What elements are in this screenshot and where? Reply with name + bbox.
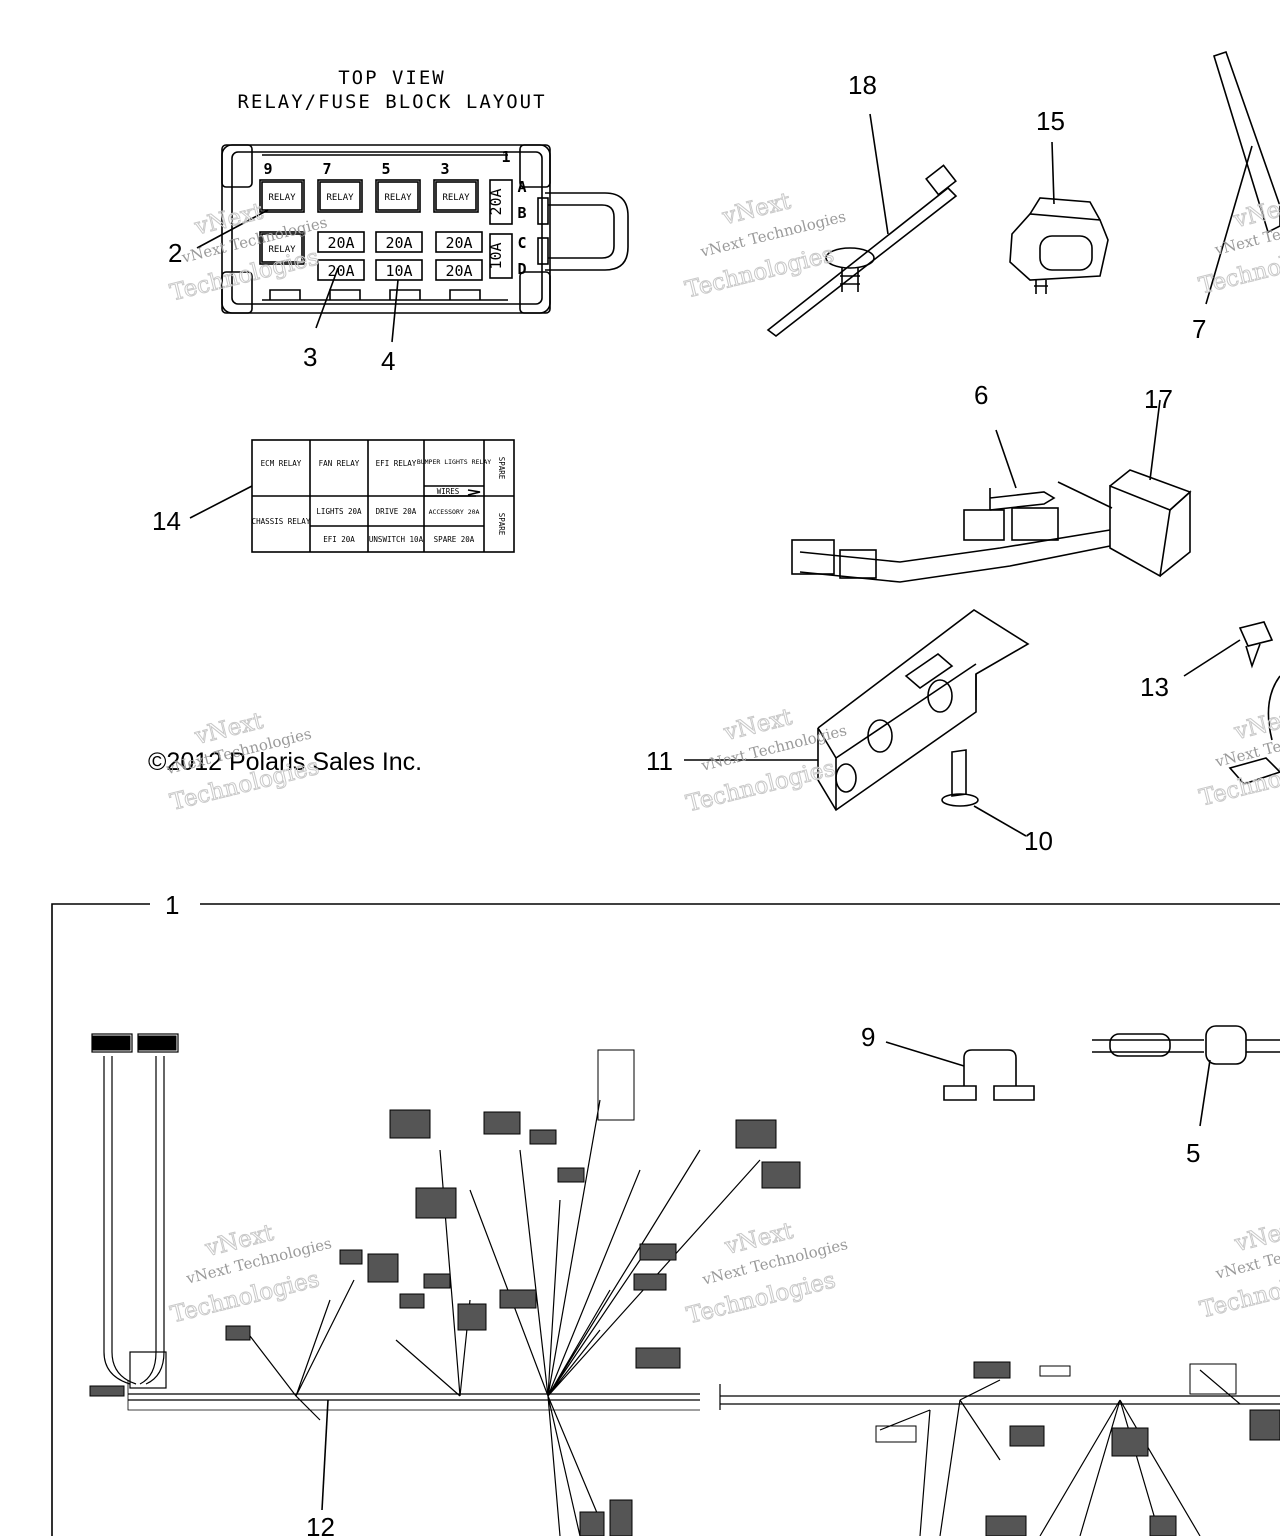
part-5 (1092, 1025, 1280, 1127)
slot-number-9: 9 (263, 160, 272, 178)
callout-14: 14 (152, 506, 181, 536)
callout-11: 11 (646, 746, 673, 776)
watermark-2: vNext vNext Technologies Technologies (682, 188, 847, 304)
table-cell-unswitch: UNSWITCH 10A (369, 535, 424, 544)
callout-9: 9 (861, 1022, 875, 1052)
fuse-rating: 20A (327, 262, 354, 280)
push-rivet-10 (941, 749, 1027, 837)
table-cell-drive: DRIVE 20A (376, 507, 417, 516)
slot-number-5: 5 (381, 160, 390, 178)
table-cell-fan-relay: FAN RELAY (319, 459, 360, 468)
callout-1: 1 (165, 890, 179, 920)
side-fuse-rating: 10A (487, 242, 505, 269)
callout-17: 17 (1144, 384, 1173, 414)
relay-label: RELAY (384, 193, 412, 203)
row-letter-b: B (517, 204, 526, 222)
fuse-rating: 20A (445, 234, 472, 252)
strap-7 (1205, 50, 1280, 305)
cable-tie-18 (766, 113, 958, 338)
part-9 (885, 1041, 1035, 1101)
callout-5: 5 (1186, 1138, 1200, 1168)
watermark-9: vNext vNext Technologies Technologies (1197, 1214, 1280, 1324)
table-cell-chassis-relay: CHASSIS RELAY (252, 517, 311, 526)
callout-2: 2 (168, 238, 182, 268)
slot-number-1: 1 (501, 148, 510, 166)
table-cell-efi: EFI 20A (323, 535, 355, 544)
copyright-notice: ©2012 Polaris Sales Inc. (148, 748, 422, 776)
bolt-13 (1183, 621, 1280, 785)
fuse-rating: 20A (385, 234, 412, 252)
harness-labels (89, 1035, 1280, 1536)
row-letter-a: A (517, 178, 526, 196)
slot-number-7: 7 (322, 160, 331, 178)
fuse-rating: 10A (385, 262, 412, 280)
fuse-rating: 20A (327, 234, 354, 252)
leader-3 (315, 267, 339, 329)
harness-frame (51, 903, 1280, 1536)
harness-trunk (91, 1033, 1280, 1536)
watermark-8: vNext vNext Technologies Technologies (684, 1217, 850, 1329)
table-cell-ecm-relay: ECM RELAY (261, 459, 302, 468)
relay-label: RELAY (268, 193, 296, 203)
slot-number-3: 3 (440, 160, 449, 178)
callout-15: 15 (1036, 106, 1065, 136)
title-line-1: TOP VIEW (338, 67, 446, 89)
callout-7: 7 (1192, 314, 1206, 344)
callout-numbers: 1 2 3 4 5 6 7 9 10 11 12 13 14 15 17 18 (152, 70, 1206, 1536)
relay-fuse-block (221, 144, 629, 314)
watermark-6: vNext vNext Technologies Technologies (1196, 703, 1280, 813)
callout-3: 3 (303, 342, 317, 372)
callout-6: 6 (974, 380, 988, 410)
watermark-7: vNext vNext Technologies Technologies (167, 1219, 333, 1329)
sub-harness-17 (791, 399, 1192, 583)
table-cell-accessory: ACCESSORY 20A (429, 508, 480, 516)
relay-label: RELAY (442, 193, 470, 203)
table-cell-efi-relay: EFI RELAY (376, 459, 417, 468)
leader-12 (321, 1399, 329, 1511)
row-letter-d: D (517, 260, 526, 278)
table-cell-spare-20a: SPARE 20A (434, 535, 475, 544)
title-line-2: RELAY/FUSE BLOCK LAYOUT (237, 91, 546, 113)
relay-label: RELAY (268, 245, 296, 255)
table-cell-lights: LIGHTS 20A (316, 507, 362, 516)
label-table (251, 439, 515, 553)
watermark-3: vNext vNext Technologies Technologies (1196, 191, 1280, 301)
callout-18: 18 (848, 70, 877, 100)
table-cell-bumper-lights-relay: BUMPER LIGHTS RELAY (417, 458, 491, 466)
callout-10: 10 (1024, 826, 1053, 856)
callout-4: 4 (381, 346, 395, 376)
leader-4 (391, 279, 399, 343)
fuse-rating: 20A (445, 262, 472, 280)
fuse-block-labels: 9 7 5 3 1 A B C D RELAY RELAY RELAY RELA… (263, 148, 526, 280)
table-cell-wires: WIRES (437, 487, 460, 496)
leader-14 (189, 485, 253, 519)
table-cell-spare: SPARE (497, 457, 506, 480)
callout-12: 12 (306, 1512, 335, 1536)
table-cell-spare-2: SPARE (497, 513, 506, 536)
callout-13: 13 (1140, 672, 1169, 702)
connector-clip-15 (1009, 141, 1109, 294)
side-fuse-rating: 20A (487, 188, 505, 215)
leader-2 (196, 209, 269, 249)
relay-label: RELAY (326, 193, 354, 203)
row-letter-c: C (517, 234, 526, 252)
bracket-11 (684, 609, 1030, 812)
